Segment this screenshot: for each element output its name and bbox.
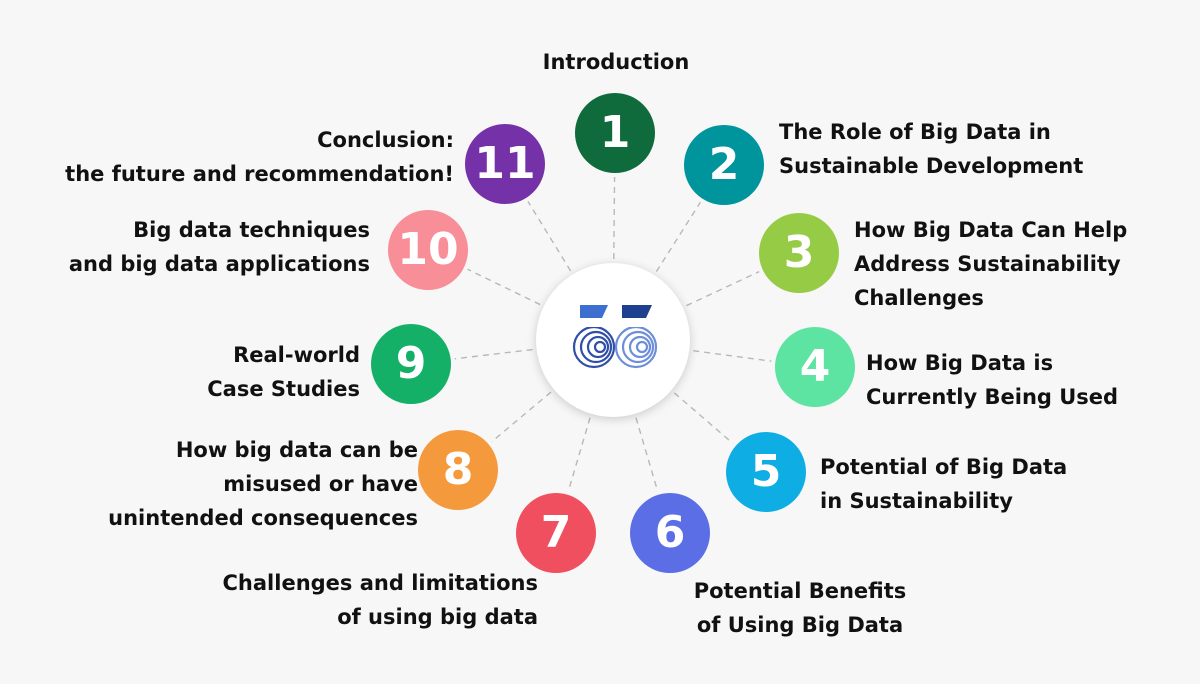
label-line: misused or have <box>223 472 418 496</box>
label-line: How big data can be <box>175 438 418 462</box>
topic-label-1: Introduction <box>534 45 698 79</box>
label-line: and big data applications <box>68 252 370 276</box>
topic-number: 5 <box>750 446 782 497</box>
topic-label-3: How Big Data Can Help Address Sustainabi… <box>854 213 1184 315</box>
topic-label-4: How Big Data is Currently Being Used <box>866 346 1166 414</box>
label-line: How Big Data Can Help <box>854 218 1128 242</box>
logo-icon <box>572 305 658 369</box>
label-line: Conclusion: <box>317 128 454 152</box>
topic-number: 6 <box>654 507 686 558</box>
topic-number: 10 <box>397 224 459 275</box>
connector-line-9 <box>454 348 533 360</box>
connector-line-6 <box>635 417 659 492</box>
topic-node-2: 2 <box>684 125 764 205</box>
label-line: of using big data <box>337 605 538 629</box>
topic-label-6: Potential Benefits of Using Big Data <box>680 574 920 642</box>
topic-label-10: Big data techniques and big data applica… <box>40 213 370 281</box>
label-line: How Big Data is <box>866 351 1054 375</box>
connector-line-5 <box>673 392 734 444</box>
label-line: Challenges <box>854 286 984 310</box>
topic-node-7: 7 <box>516 493 596 573</box>
label-line: Real-world <box>233 343 360 367</box>
connector-line-2 <box>655 201 702 272</box>
label-line: unintended consequences <box>108 506 418 530</box>
topic-number: 1 <box>599 107 631 158</box>
topic-node-4: 4 <box>775 327 855 407</box>
topic-node-8: 8 <box>418 430 498 510</box>
connector-line-3 <box>686 271 760 307</box>
topic-node-1: 1 <box>575 93 655 173</box>
topic-node-5: 5 <box>726 432 806 512</box>
label-line: Big data techniques <box>133 218 370 242</box>
topic-number: 4 <box>799 341 831 392</box>
label-line: of Using Big Data <box>696 613 904 637</box>
label-line: Sustainable Development <box>779 154 1084 178</box>
topic-label-2: The Role of Big Data in Sustainable Deve… <box>779 115 1109 183</box>
connector-line-8 <box>491 391 552 443</box>
topic-node-10: 10 <box>388 210 468 290</box>
topic-label-11: Conclusion: the future and recommendatio… <box>40 123 454 191</box>
connector-line-7 <box>567 417 591 492</box>
connector-line-11 <box>527 201 572 272</box>
topic-number: 2 <box>708 139 740 190</box>
connector-line-4 <box>693 350 772 362</box>
center-hub <box>536 263 690 417</box>
label-line: in Sustainability <box>820 489 1013 513</box>
topic-node-11: 11 <box>465 124 545 204</box>
topic-label-5: Potential of Big Data in Sustainability <box>820 450 1120 518</box>
topic-node-9: 9 <box>371 324 451 404</box>
topic-number: 11 <box>474 138 536 189</box>
topic-label-7: Challenges and limitations of using big … <box>180 566 538 634</box>
topic-label-9: Real-world Case Studies <box>160 338 360 406</box>
label-line: Address Sustainability <box>854 252 1121 276</box>
topic-label-8: How big data can be misused or have unin… <box>80 433 418 535</box>
label-line: Potential Benefits <box>693 579 907 603</box>
label-line: The Role of Big Data in <box>779 120 1051 144</box>
topic-number: 9 <box>395 338 427 389</box>
topic-node-3: 3 <box>759 213 839 293</box>
label-line: Potential of Big Data <box>820 455 1068 479</box>
label-line: Currently Being Used <box>866 385 1119 409</box>
label-line: Case Studies <box>207 377 360 401</box>
label-line: the future and recommendation! <box>65 162 454 186</box>
label-line: Introduction <box>542 50 690 74</box>
topic-number: 8 <box>442 444 474 495</box>
topic-number: 3 <box>783 227 815 278</box>
topic-number: 7 <box>540 507 572 558</box>
topic-node-6: 6 <box>630 493 710 573</box>
connector-line-10 <box>467 268 541 306</box>
connector-line-1 <box>613 176 616 260</box>
label-line: Challenges and limitations <box>222 571 538 595</box>
